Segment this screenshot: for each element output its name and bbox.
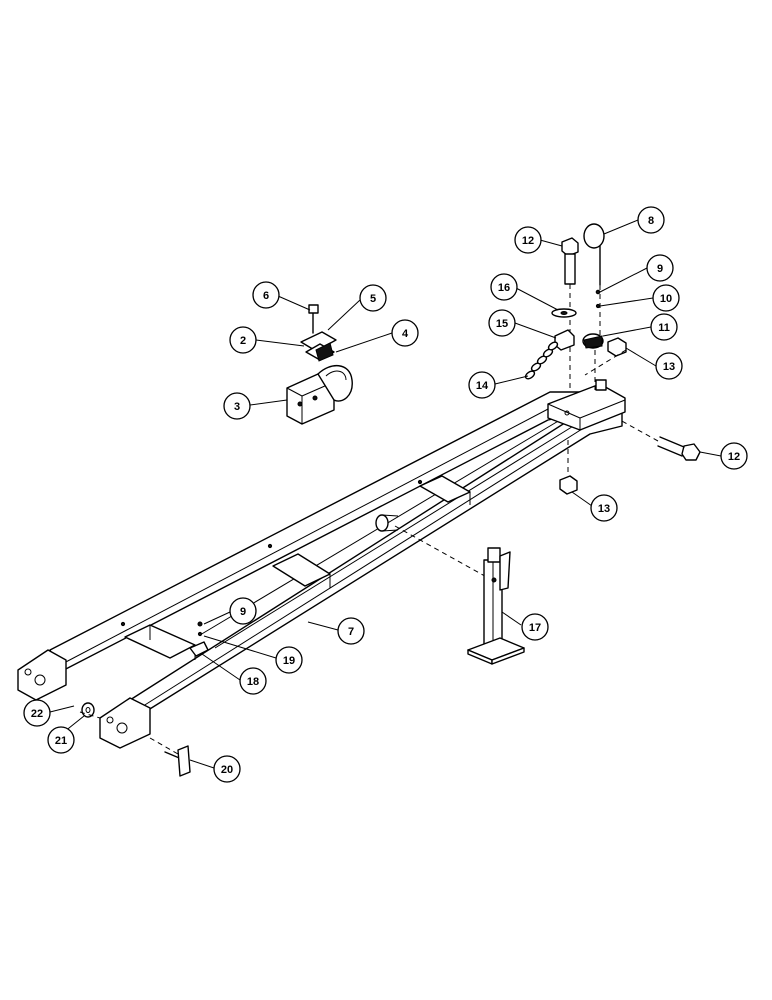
callout-15: 15: [488, 309, 516, 337]
callout-10: 10: [652, 284, 680, 312]
callout-label: 13: [598, 503, 610, 515]
callout-label: 9: [657, 263, 663, 275]
callout-18: 18: [239, 667, 267, 695]
callout-16: 16: [490, 273, 518, 301]
callout-9: 9: [646, 254, 674, 282]
callout-3: 3: [223, 392, 251, 420]
callout-label: 17: [529, 622, 541, 634]
callout-12: 12: [720, 442, 748, 470]
jack-stand: [394, 525, 525, 665]
callout-label: 9: [240, 606, 246, 618]
callout-label: 2: [240, 335, 246, 347]
callout-9: 9: [229, 597, 257, 625]
callout-6: 6: [252, 281, 280, 309]
callout-label: 10: [660, 293, 672, 305]
callout-label: 15: [496, 318, 508, 330]
callout-label: 14: [476, 380, 489, 392]
callout-label: 13: [663, 361, 675, 373]
callout-label: 4: [402, 328, 409, 340]
hitch-assembly: [286, 304, 353, 425]
safety-chain: [524, 341, 559, 380]
callout-label: 5: [370, 293, 376, 305]
callout-17: 17: [521, 613, 549, 641]
callout-label: 8: [648, 215, 654, 227]
callout-11: 11: [650, 313, 678, 341]
leader-lines: [49, 219, 722, 769]
small-parts: [79, 621, 209, 777]
callout-label: 12: [728, 451, 740, 463]
callout-21: 21: [47, 726, 75, 754]
callout-label: 22: [31, 708, 43, 720]
callout-label: 20: [221, 764, 233, 776]
callout-label: 19: [283, 655, 295, 667]
callout-label: 3: [234, 401, 240, 413]
tongue-frame: [17, 379, 626, 749]
callout-5: 5: [359, 284, 387, 312]
callout-12: 12: [514, 226, 542, 254]
callout-label: 11: [658, 322, 670, 334]
callout-13: 13: [590, 494, 618, 522]
callout-4: 4: [391, 319, 419, 347]
callout-2: 2: [229, 326, 257, 354]
callout-13: 13: [655, 352, 683, 380]
callout-label: 16: [498, 282, 510, 294]
callout-20: 20: [213, 755, 241, 783]
callout-14: 14: [468, 371, 496, 399]
head-hardware: [524, 223, 701, 495]
callout-label: 18: [247, 676, 259, 688]
callout-label: 6: [263, 290, 269, 302]
callout-label: 12: [522, 235, 534, 247]
callout-label: 7: [348, 626, 354, 638]
callout-7: 7: [337, 617, 365, 645]
callout-label: 21: [55, 735, 67, 747]
callout-22: 22: [23, 699, 51, 727]
callout-8: 8: [637, 206, 665, 234]
callout-19: 19: [275, 646, 303, 674]
